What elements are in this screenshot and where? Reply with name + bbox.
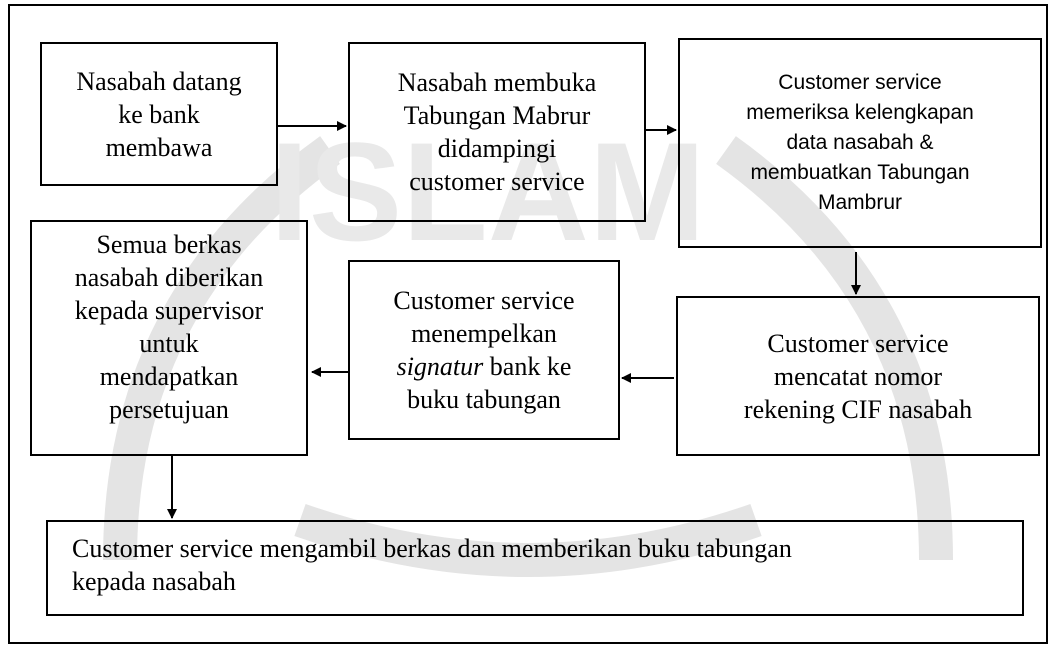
step-memberikan-buku-tabungan: Customer service mengambil berkas dan me… [46,520,1024,616]
signatur-italic-text: signatur [396,352,484,381]
step-menempelkan-signatur: Customer service menempelkan signatur bank… [348,260,620,440]
step-text: Semua berkas nasabah diberikan kepada su… [74,230,264,424]
step-membuka-tabungan: Nasabah membuka Tabungan Mabrur didampin… [348,42,646,222]
step-mencatat-cif: Customer service mencatat nomor rekening… [676,296,1040,456]
step-text: Nasabah datang ke bank membawa [76,66,242,162]
step-text-line: Customer service [393,286,575,315]
step-text-line: buku tabungan [407,385,561,414]
step-memeriksa-kelengkapan: Customer service memeriksa kelengkapan d… [678,38,1042,248]
step-text: Nasabah membuka Tabungan Mabrur didampin… [397,68,597,196]
step-berkas-supervisor: Semua berkas nasabah diberikan kepada su… [30,220,308,456]
step-text: Customer service menempelkan signatur bank… [393,284,574,416]
step-text: Customer service mengambil berkas dan me… [72,534,792,596]
step-text-line: bank ke [483,352,572,381]
step-text: Customer service mencatat nomor rekening… [743,328,973,424]
step-nasabah-datang: Nasabah datang ke bank membawa [40,42,278,186]
step-text-line: menempelkan [411,319,557,348]
step-text: Customer service memeriksa kelengkapan d… [746,71,974,214]
